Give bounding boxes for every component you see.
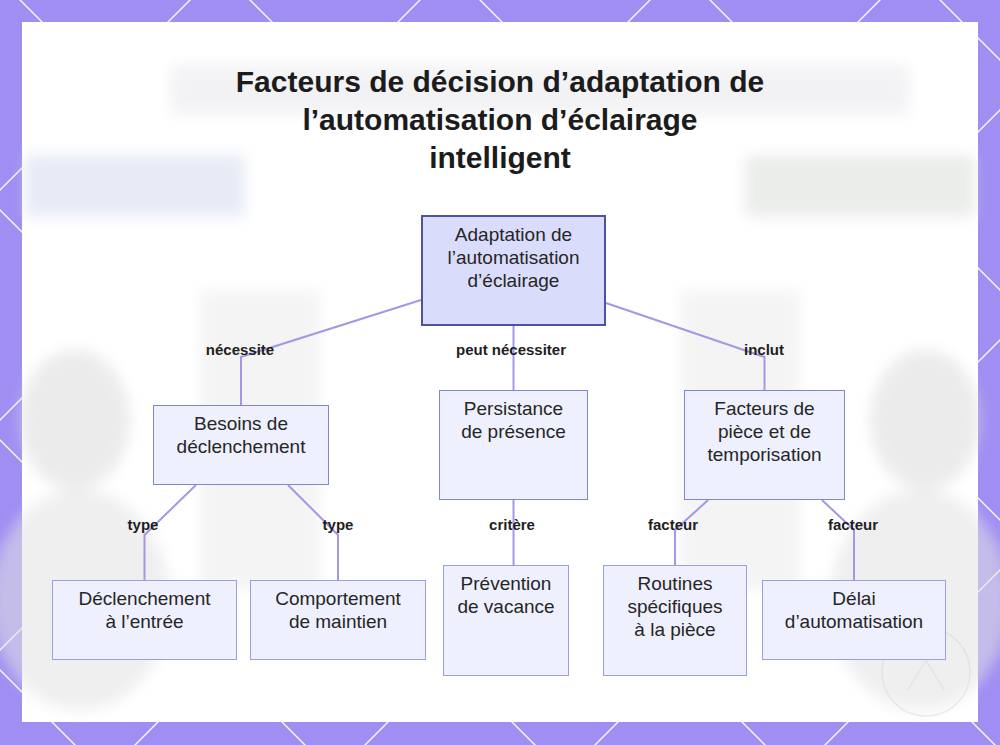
ghost-person (20, 350, 130, 490)
branch-box: Facteurs de pièce et de temporisation (684, 390, 845, 500)
node-text: Prévention de vacance (454, 572, 558, 618)
edge-label: facteur (828, 516, 878, 534)
connector-line (606, 303, 765, 390)
node-text: Adaptation de l’automatisation d’éclaira… (433, 223, 594, 292)
leaf-box: Déclenchement à l’entrée (52, 580, 237, 660)
node-text: Facteurs de pièce et de temporisation (697, 397, 832, 466)
node-text: Persistance de présence (455, 397, 572, 443)
leaf-box: Routines spécifiques à la pièce (603, 565, 747, 676)
panel (22, 22, 978, 722)
ghost-sign (25, 155, 245, 217)
edge-label: facteur (648, 516, 698, 534)
edge-label: type (323, 516, 354, 534)
node-text: Délai d’automatisation (777, 587, 931, 633)
connector-line (822, 500, 854, 580)
node-text: Comportement de maintien (267, 587, 409, 633)
root-box: Adaptation de l’automatisation d’éclaira… (421, 215, 606, 326)
leaf-box: Prévention de vacance (443, 565, 569, 676)
branch-box: Persistance de présence (439, 390, 588, 500)
edge-label: critère (489, 516, 535, 534)
leaf-box: Délai d’automatisation (762, 580, 946, 660)
node-text: Routines spécifiques à la pièce (622, 572, 728, 641)
ghost-sign (745, 155, 975, 217)
ghost-person (870, 350, 980, 490)
branch-box: Besoins de déclenchement (153, 405, 329, 485)
diagram-title: Facteurs de décision d’adaptation de l’a… (230, 63, 770, 177)
watermark-icon (908, 660, 944, 690)
edge-label: inclut (744, 341, 784, 359)
node-text: Déclenchement à l’entrée (73, 587, 216, 633)
leaf-box: Comportement de maintien (250, 580, 426, 660)
edge-label: peut nécessiter (456, 341, 566, 359)
node-text: Besoins de déclenchement (170, 412, 312, 458)
edge-label: nécessite (206, 341, 274, 359)
edge-label: type (128, 516, 159, 534)
